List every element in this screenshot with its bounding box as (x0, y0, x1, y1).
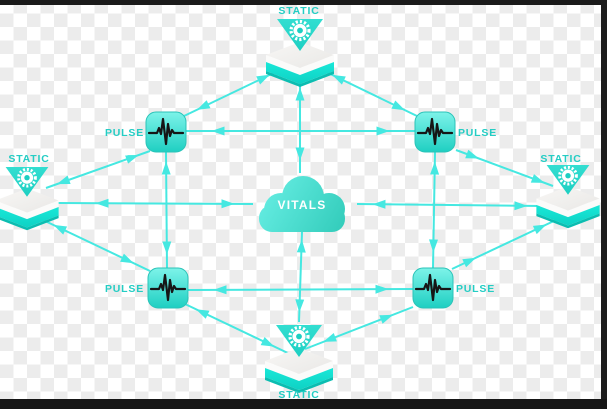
static-top-label: STATIC (278, 5, 319, 17)
arrowhead-icon (53, 224, 68, 235)
arrowhead-icon (260, 337, 275, 347)
arrowhead-icon (295, 147, 305, 161)
arrowhead-icon (379, 314, 394, 324)
arrowhead-icon (296, 239, 306, 253)
arrowhead-icon (56, 175, 71, 185)
pulse-bottom-right-label: PULSE (456, 283, 495, 295)
dark-edge-bottom (0, 399, 607, 409)
arrowhead-icon (430, 161, 440, 175)
arrowhead-icon (295, 87, 305, 101)
static-left-label: STATIC (8, 153, 49, 165)
arrowhead-icon (391, 100, 405, 111)
arrowhead-icon (195, 309, 210, 319)
arrowhead-icon (514, 201, 528, 211)
arrowhead-icon (196, 100, 211, 110)
arrowhead-icon (323, 333, 337, 342)
arrowhead-icon (465, 149, 479, 159)
arrowhead-icon (213, 285, 227, 295)
static-node-top (264, 17, 336, 89)
pulse-bottom-left-label: PULSE (105, 283, 144, 295)
pulse-top-left-label: PULSE (105, 127, 144, 139)
arrowhead-icon (532, 224, 547, 235)
arrowhead-icon (162, 241, 172, 255)
cloud-label: VITALS (278, 198, 327, 212)
arrowhead-icon (429, 239, 438, 253)
arrowhead-icon (462, 257, 476, 268)
arrowhead-icon (120, 253, 134, 264)
static-node-right (534, 163, 602, 230)
arrowhead-icon (372, 199, 386, 209)
cloud-node-center: VITALS (259, 176, 345, 232)
dark-edge-top (0, 0, 607, 5)
arrowhead-icon (125, 155, 139, 164)
static-bottom-label: STATIC (278, 389, 319, 401)
arrowhead-icon (295, 299, 305, 313)
static-node-bottom (263, 323, 335, 395)
arrowhead-icon (95, 198, 109, 208)
pulse-node-bottom-left (146, 266, 190, 310)
arrowhead-icon (332, 74, 346, 85)
connection-line (304, 306, 414, 350)
connection-line (356, 203, 541, 207)
arrowhead-icon (211, 126, 225, 136)
arrowhead-icon (375, 284, 389, 294)
arrowhead-icon (530, 174, 545, 183)
pulse-node-top-left (144, 110, 188, 154)
pulse-node-top-right (413, 110, 457, 154)
connection-arrows (42, 68, 557, 356)
arrowhead-icon (376, 126, 390, 136)
arrowhead-icon (161, 161, 171, 175)
dark-edge-right (601, 0, 607, 409)
pulse-node-bottom-right (411, 266, 455, 310)
static-node-left (0, 165, 61, 232)
arrowhead-icon (256, 74, 270, 85)
connection-line (57, 202, 254, 205)
cloud-icon (259, 176, 345, 232)
static-right-label: STATIC (540, 153, 581, 165)
arrowhead-icon (221, 199, 235, 209)
pulse-top-right-label: PULSE (458, 127, 497, 139)
